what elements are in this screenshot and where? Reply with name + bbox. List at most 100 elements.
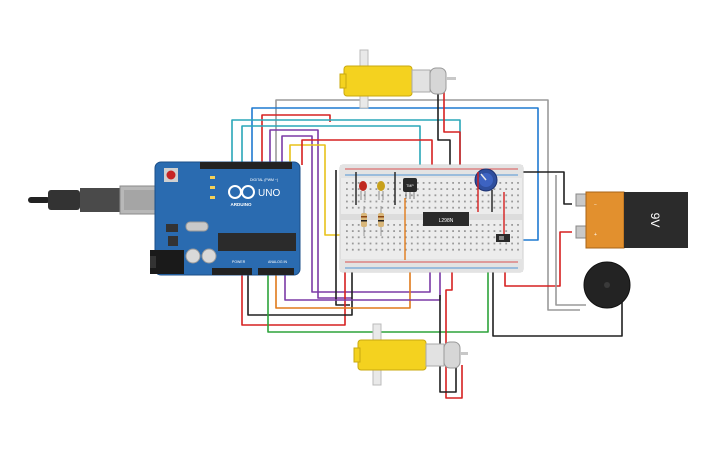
breadboard-hole xyxy=(475,230,478,232)
breadboard-hole xyxy=(405,248,407,251)
breadboard-hole xyxy=(393,248,395,251)
breadboard-hole xyxy=(375,200,378,203)
breadboard-hole xyxy=(363,236,366,239)
battery-minus: − xyxy=(594,202,597,208)
breadboard-hole xyxy=(375,248,378,251)
breadboard-hole xyxy=(357,188,360,190)
breadboard-hole xyxy=(505,230,508,232)
breadboard-hole xyxy=(369,194,372,197)
breadboard-hole xyxy=(369,200,372,203)
breadboard-hole xyxy=(410,236,413,239)
breadboard-hole xyxy=(440,242,443,245)
breadboard-hole xyxy=(375,236,378,239)
breadboard-hole xyxy=(487,194,490,197)
breadboard-hole xyxy=(387,230,390,232)
wire-purple2-top xyxy=(281,135,431,293)
capacitor xyxy=(201,248,217,264)
temp-sensor-label: TMP xyxy=(406,184,414,188)
breadboard-hole xyxy=(464,236,466,239)
breadboard-hole xyxy=(452,194,454,197)
breadboard-hole xyxy=(346,236,348,239)
breadboard-hole xyxy=(517,200,519,203)
breadboard-hole xyxy=(422,182,425,184)
breadboard-hole xyxy=(475,248,478,251)
breadboard-hole xyxy=(393,206,395,209)
breadboard-hole xyxy=(452,242,454,245)
breadboard-hole xyxy=(428,188,431,190)
wire-green-bottom xyxy=(267,265,489,333)
breadboard-hole xyxy=(481,230,484,232)
breadboard-hole xyxy=(464,230,466,232)
breadboard-hole xyxy=(405,206,407,209)
breadboard-hole xyxy=(375,224,378,226)
breadboard-hole xyxy=(422,236,425,239)
breadboard-hole xyxy=(387,200,390,203)
digital-pins-label: DIGITAL (PWM ~) xyxy=(250,178,278,182)
breadboard-hole xyxy=(369,188,372,190)
breadboard-hole xyxy=(393,200,395,203)
wire-purple-bottom xyxy=(284,250,441,301)
breadboard-hole xyxy=(440,188,443,190)
breadboard-hole xyxy=(422,206,425,209)
breadboard-hole xyxy=(517,182,519,184)
breadboard-hole xyxy=(475,224,478,226)
breadboard-hole xyxy=(458,206,460,209)
breadboard-hole xyxy=(517,248,519,251)
breadboard-hole xyxy=(487,230,490,232)
breadboard-hole xyxy=(369,248,372,251)
breadboard-hole xyxy=(475,188,478,190)
resistor xyxy=(378,206,384,236)
breadboard-hole xyxy=(517,206,519,209)
breadboard-hole xyxy=(511,182,513,184)
breadboard-hole xyxy=(446,182,449,184)
breadboard-hole xyxy=(357,194,360,197)
breadboard-hole xyxy=(375,182,378,184)
breadboard-hole xyxy=(351,248,354,251)
breadboard-hole xyxy=(499,230,502,232)
breadboard-hole xyxy=(517,224,519,226)
breadboard-hole xyxy=(357,236,360,239)
breadboard-hole xyxy=(375,188,378,190)
breadboard-hole xyxy=(387,194,390,197)
breadboard-hole xyxy=(511,236,513,239)
breadboard-hole xyxy=(351,236,354,239)
breadboard-hole xyxy=(410,200,413,203)
wire-red-bottom xyxy=(241,240,346,326)
arduino-uno-board: ARDUINO UNO DIGITAL (PWM ~) POWER ANALOG… xyxy=(28,161,301,276)
breadboard-hole xyxy=(440,236,443,239)
breadboard-hole xyxy=(517,236,519,239)
breadboard-hole xyxy=(369,206,372,209)
breadboard-hole xyxy=(464,194,466,197)
breadboard-hole xyxy=(475,206,478,209)
breadboard-hole xyxy=(493,200,496,203)
breadboard-hole xyxy=(434,188,437,190)
breadboard-hole xyxy=(375,230,378,232)
breadboard-hole xyxy=(458,248,460,251)
breadboard-hole xyxy=(428,236,431,239)
breadboard-hole xyxy=(458,230,460,232)
breadboard-hole xyxy=(464,242,466,245)
breadboard-hole xyxy=(416,236,419,239)
breadboard-hole xyxy=(393,194,395,197)
breadboard-hole xyxy=(375,206,378,209)
breadboard-hole xyxy=(452,236,454,239)
breadboard-hole xyxy=(393,182,395,184)
breadboard-hole xyxy=(440,206,443,209)
breadboard-hole xyxy=(481,248,484,251)
breadboard-hole xyxy=(346,200,348,203)
breadboard-hole xyxy=(405,230,407,232)
breadboard-hole xyxy=(410,242,413,245)
breadboard-hole xyxy=(428,200,431,203)
breadboard-hole xyxy=(351,182,354,184)
breadboard-hole xyxy=(351,230,354,232)
breadboard-holes xyxy=(346,182,519,251)
breadboard-hole xyxy=(493,242,496,245)
breadboard-hole xyxy=(469,182,472,184)
battery-plus: + xyxy=(594,232,597,238)
temperature-sensor: TMP xyxy=(403,178,417,199)
breadboard-hole xyxy=(481,194,484,197)
breadboard-hole xyxy=(422,230,425,232)
breadboard-hole xyxy=(428,194,431,197)
breadboard-hole xyxy=(357,242,360,245)
